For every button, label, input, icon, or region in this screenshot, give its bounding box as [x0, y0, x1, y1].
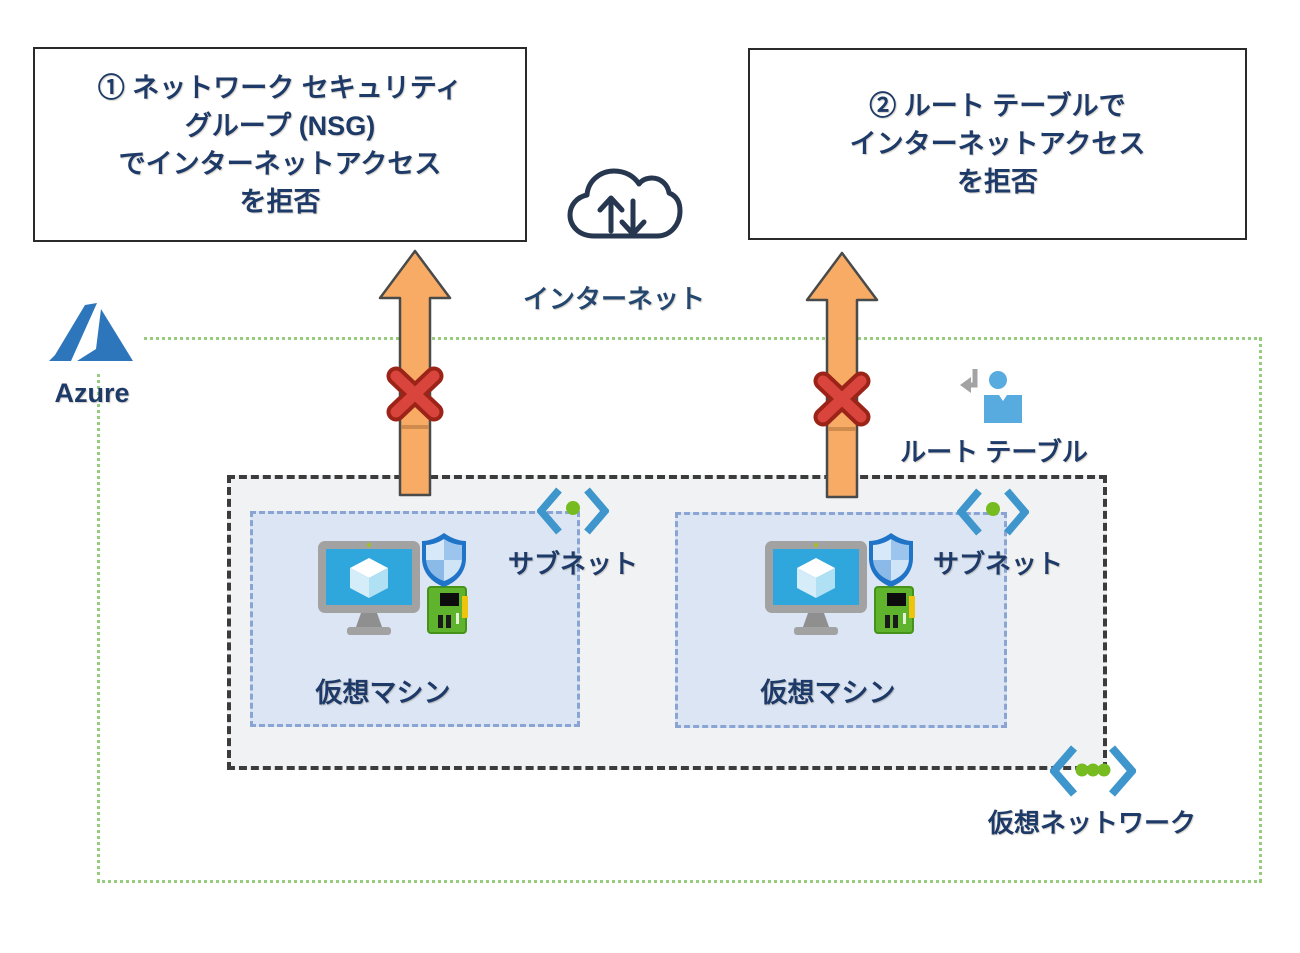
callout-route-line: を拒否: [957, 167, 1038, 197]
virtual-network-label: 仮想ネットワーク: [987, 808, 1196, 838]
callout-nsg-line: でインターネットアクセス: [118, 148, 442, 179]
outbound-arrow-right: [804, 251, 880, 499]
deny-x-icon-right: [810, 370, 874, 428]
callout-nsg-line: を拒否: [239, 186, 321, 217]
callout-route-line: インターネットアクセス: [849, 129, 1146, 159]
azure-boundary-box: [97, 337, 1262, 883]
azure-label: Azure: [54, 378, 130, 408]
callout-route-line: ② ルート テーブルで: [869, 91, 1126, 121]
subnet-label-left: サブネット: [507, 549, 638, 579]
internet-label: インターネット: [522, 284, 705, 314]
callout-nsg-deny: ① ネットワーク セキュリティ グループ (NSG) でインターネットアクセス …: [33, 47, 527, 242]
subnet-box-left: [250, 511, 580, 727]
subnet-label-right: サブネット: [932, 549, 1063, 579]
route-table-icon: [960, 366, 1024, 429]
callout-nsg-line: グループ (NSG): [184, 110, 376, 141]
deny-x-icon-left: [383, 365, 447, 423]
virtual-machine-icon: [764, 533, 916, 666]
callout-route-table-deny: ② ルート テーブルで インターネットアクセス を拒否: [748, 48, 1247, 240]
vm-label-right: 仮想マシン: [760, 678, 896, 708]
vm-label-left: 仮想マシン: [315, 678, 451, 708]
virtual-network-icon: [1048, 744, 1138, 803]
outbound-arrow-left: [377, 249, 453, 497]
internet-cloud-icon: [563, 163, 685, 252]
virtual-machine-icon: [317, 533, 469, 666]
subnet-icon: [536, 486, 610, 541]
subnet-icon: [956, 487, 1030, 542]
azure-logo-icon: [42, 298, 142, 372]
route-table-label: ルート テーブル: [900, 437, 1088, 467]
callout-nsg-line: ① ネットワーク セキュリティ: [97, 72, 463, 103]
